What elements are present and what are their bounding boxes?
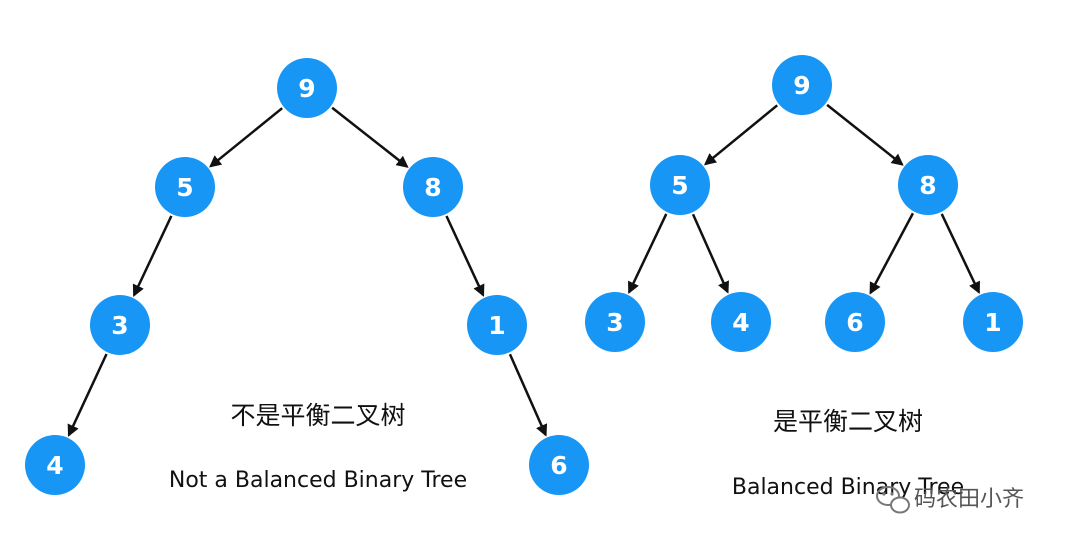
right-tree-node-circle bbox=[825, 292, 885, 352]
left-tree-node-circle bbox=[529, 435, 589, 495]
right-tree-node-circle bbox=[650, 155, 710, 215]
left-tree-node-label: 4 bbox=[46, 451, 63, 480]
left-tree-node-4: 4 bbox=[25, 435, 85, 495]
left-tree-node-9: 9 bbox=[277, 58, 337, 118]
right-tree-caption-en: Balanced Binary Tree bbox=[732, 475, 964, 500]
left-tree-node-label: 5 bbox=[176, 173, 193, 202]
left-tree-caption-cn: 不是平衡二叉树 bbox=[230, 401, 405, 430]
right-tree-node-label: 4 bbox=[732, 308, 749, 337]
right-tree-edge-R8-R1 bbox=[940, 213, 980, 294]
right-tree-node-label: 8 bbox=[919, 171, 936, 200]
left-tree-node-circle bbox=[277, 58, 337, 118]
edges-layer bbox=[67, 103, 980, 437]
right-tree-node-3: 3 bbox=[585, 292, 645, 352]
left-tree-edge-L8-L1 bbox=[445, 215, 485, 297]
right-tree-edge-R9-R5 bbox=[703, 104, 779, 166]
left-tree-node-label: 9 bbox=[298, 74, 315, 103]
left-tree-caption-en: Not a Balanced Binary Tree bbox=[169, 468, 467, 493]
right-tree-node-4: 4 bbox=[711, 292, 771, 352]
left-tree-node-6: 6 bbox=[529, 435, 589, 495]
right-tree-node-8: 8 bbox=[898, 155, 958, 215]
right-tree-node-1: 1 bbox=[963, 292, 1023, 352]
left-tree-node-label: 6 bbox=[550, 451, 567, 480]
left-tree-node-5: 5 bbox=[155, 157, 215, 217]
left-tree-node-label: 8 bbox=[424, 173, 441, 202]
left-tree-node-circle bbox=[403, 157, 463, 217]
left-tree-edge-L9-L8 bbox=[331, 106, 409, 168]
right-tree-node-circle bbox=[772, 55, 832, 115]
left-tree-node-circle bbox=[155, 157, 215, 217]
right-tree-edge-R5-R3 bbox=[628, 213, 668, 294]
right-tree-node-circle bbox=[898, 155, 958, 215]
wechat-icon bbox=[876, 486, 910, 514]
left-tree-node-3: 3 bbox=[90, 295, 150, 355]
right-tree-node-label: 5 bbox=[671, 171, 688, 200]
right-tree-node-circle bbox=[963, 292, 1023, 352]
watermark: 码农田小齐 bbox=[876, 486, 1024, 514]
left-tree-node-circle bbox=[467, 295, 527, 355]
left-tree-edge-L1-L6 bbox=[508, 353, 548, 437]
right-tree-edge-R9-R8 bbox=[826, 103, 904, 166]
right-tree-edge-R5-R4 bbox=[691, 213, 729, 294]
left-tree-node-1: 1 bbox=[467, 295, 527, 355]
right-tree-node-circle bbox=[585, 292, 645, 352]
nodes-layer: 9 5 8 3 1 4 6 9 5 8 3 4 6 1 bbox=[25, 55, 1023, 495]
right-tree-edge-R8-R6 bbox=[869, 212, 915, 295]
left-tree-node-circle bbox=[25, 435, 85, 495]
right-tree-node-label: 1 bbox=[984, 308, 1001, 337]
left-tree-node-label: 3 bbox=[111, 311, 128, 340]
left-tree-node-label: 1 bbox=[488, 311, 505, 340]
watermark-text: 码农田小齐 bbox=[914, 487, 1024, 512]
right-tree-node-9: 9 bbox=[772, 55, 832, 115]
left-tree-node-circle bbox=[90, 295, 150, 355]
right-tree-node-circle bbox=[711, 292, 771, 352]
right-tree-node-6: 6 bbox=[825, 292, 885, 352]
right-tree-node-label: 9 bbox=[793, 71, 810, 100]
left-tree-edge-L9-L5 bbox=[209, 107, 283, 168]
left-tree-node-8: 8 bbox=[403, 157, 463, 217]
left-tree-edge-L3-L4 bbox=[67, 353, 108, 437]
right-tree-node-5: 5 bbox=[650, 155, 710, 215]
left-tree-edge-L5-L3 bbox=[132, 215, 173, 297]
right-tree-node-label: 3 bbox=[606, 308, 623, 337]
right-tree-caption-cn: 是平衡二叉树 bbox=[773, 407, 923, 436]
right-tree-node-label: 6 bbox=[846, 308, 863, 337]
